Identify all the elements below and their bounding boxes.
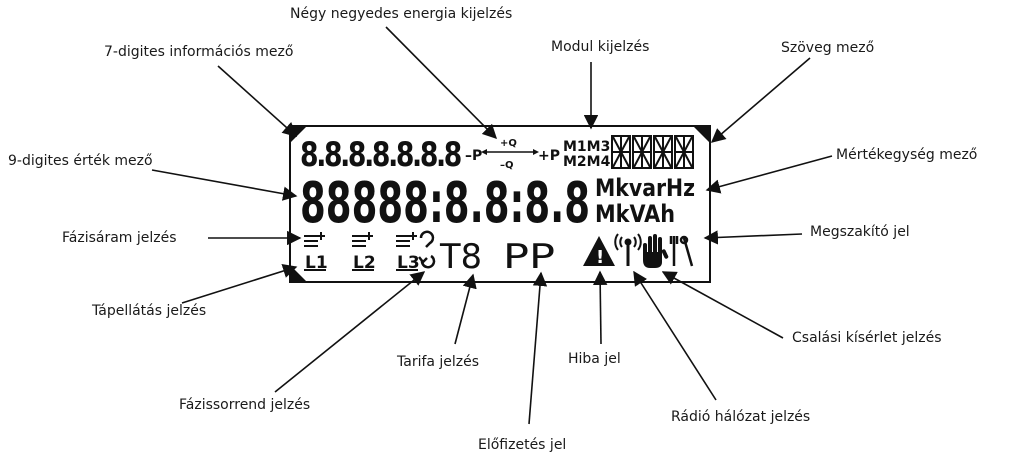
unit-top: MkvarHz: [595, 174, 695, 202]
leader-four-quadrant: [385, 26, 498, 140]
label-radio: Rádió hálózat jelzés: [671, 409, 811, 425]
label-phase-sequence: Fázissorrend jelzés: [179, 397, 311, 413]
leader-lines: [151, 26, 833, 425]
phase-l2-label: L2: [353, 253, 376, 273]
leader-fraud: [661, 271, 784, 339]
label-text-field: Szöveg mező: [781, 40, 875, 56]
phase-l3-indicator: L3: [396, 232, 420, 273]
phase-l1-label: L1: [305, 253, 328, 273]
prepay-text: PP: [503, 237, 555, 277]
leader-info-field: [217, 65, 298, 137]
leader-radio: [633, 270, 717, 401]
quadrant-neg-p: –P: [465, 148, 482, 164]
leader-error: [592, 270, 608, 345]
leader-tariff: [454, 273, 477, 345]
quadrant-pos-q: +Q: [500, 138, 517, 149]
leader-value-field: [151, 169, 298, 201]
antenna-icon: [614, 233, 642, 266]
quadrant-indicator: –P +P +Q –Q: [465, 138, 560, 171]
label-unit-field: Mértékegység mező: [836, 147, 978, 163]
tariff-text: T8: [439, 237, 482, 277]
leader-prepay: [528, 271, 548, 425]
label-phase-current: Fázisáram jelzés: [62, 230, 177, 246]
leader-unit-field: [705, 155, 833, 194]
info-digits: 8.8.8.8.8.8.8: [300, 135, 461, 175]
phase-l1-indicator: L1: [304, 232, 328, 273]
label-fraud: Csalási kísérlet jelzés: [792, 330, 942, 346]
label-prepay: Előfizetés jel: [478, 437, 567, 453]
label-value-field: 9-digites érték mező: [8, 153, 153, 169]
error-mark: !: [596, 247, 604, 268]
leader-power-supply: [181, 264, 298, 304]
phase-l2-indicator: L2: [352, 232, 376, 273]
quadrant-pos-p: +P: [538, 148, 560, 164]
value-digits: 88888:8.8:8.8: [300, 171, 590, 236]
text-field-segments: [611, 135, 694, 169]
label-four-quadrant: Négy negyedes energia kijelzés: [290, 6, 513, 22]
label-breaker: Megszakító jel: [810, 224, 910, 240]
module-top: M1M3: [563, 139, 610, 155]
label-module: Modul kijelzés: [551, 39, 650, 55]
tools-icon: [669, 235, 694, 267]
label-info-field: 7-digites információs mező: [104, 44, 294, 60]
label-power-supply: Tápellátás jelzés: [92, 303, 207, 319]
leader-breaker: [703, 230, 803, 245]
phase-l3-label: L3: [397, 253, 420, 273]
leader-text-field: [710, 57, 811, 143]
warning-triangle-icon: !: [583, 236, 615, 268]
unit-bottom: MkVAh: [595, 200, 675, 228]
label-tariff: Tarifa jelzés: [397, 354, 480, 370]
module-bottom: M2M4: [563, 154, 611, 170]
rotation-icon: [418, 230, 436, 269]
leader-phase-sequence: [274, 271, 426, 393]
phase-current-group: L1 L2 L3: [304, 232, 420, 273]
label-error: Hiba jel: [568, 351, 621, 367]
quadrant-neg-q: –Q: [500, 160, 514, 171]
hand-stop-icon: [643, 234, 669, 268]
